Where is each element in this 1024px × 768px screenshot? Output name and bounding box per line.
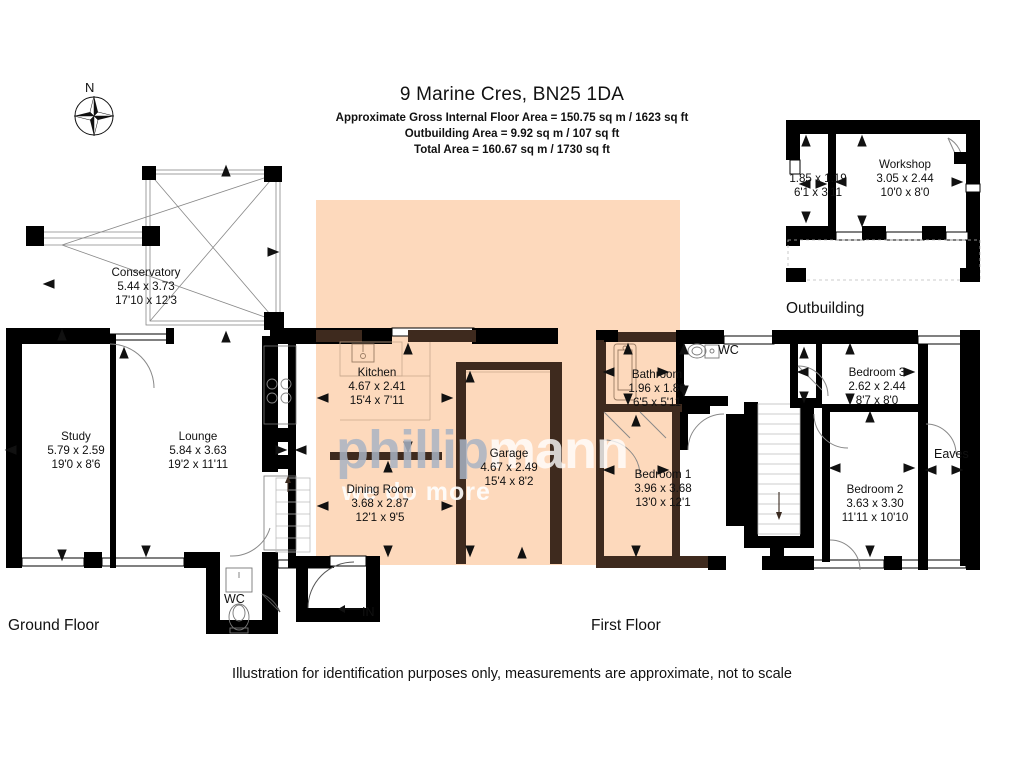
room-label-bedroom-1: Bedroom 1 3.96 x 3.68 13'0 x 12'1 [634, 468, 692, 510]
first-floor-label: First Floor [591, 617, 661, 634]
outbuilding-label: Outbuilding [786, 300, 865, 317]
ground-floor-label: Ground Floor [8, 617, 100, 634]
page-title: 9 Marine Cres, BN25 1DA [399, 84, 625, 105]
compass-north-label: N [85, 80, 95, 95]
extension-highlight-region [316, 200, 680, 565]
total-area-text: Total Area = 160.67 sq m / 1730 sq ft [414, 144, 610, 156]
label-eaves: Eaves [934, 447, 969, 461]
room-label-store: 1.85 x 1.19 6'1 x 3'11 [789, 172, 847, 200]
room-label-bedroom-2: Bedroom 2 3.63 x 3.30 11'11 x 10'10 [841, 483, 909, 525]
room-label-garage: Garage 4.67 x 2.49 15'4 x 8'2 [480, 447, 538, 489]
room-label-lounge: Lounge 5.84 x 3.63 19'2 x 11'11 [167, 430, 229, 472]
label-wc-ground: WC [224, 592, 245, 606]
compass-rose-icon [68, 78, 124, 138]
room-label-workshop: Workshop 3.05 x 2.44 10'0 x 8'0 [876, 158, 934, 200]
room-label-conservatory: Conservatory 5.44 x 3.73 17'10 x 12'3 [111, 266, 181, 308]
label-wc-first: WC [718, 343, 739, 357]
label-entrance-in: IN [362, 605, 375, 619]
room-label-study: Study 5.79 x 2.59 19'0 x 8'6 [47, 430, 105, 472]
gross-internal-area-text: Approximate Gross Internal Floor Area = … [335, 112, 689, 124]
outbuilding-area-text: Outbuilding Area = 9.92 sq m / 107 sq ft [404, 128, 620, 140]
room-label-dining-room: Dining Room 3.68 x 2.87 12'1 x 9'5 [346, 483, 414, 525]
room-label-bedroom-3: Bedroom 3 2.62 x 2.44 8'7 x 8'0 [848, 366, 906, 408]
room-label-kitchen: Kitchen 4.67 x 2.41 15'4 x 7'11 [348, 366, 406, 408]
disclaimer-text: Illustration for identification purposes… [232, 666, 792, 682]
entrance-arrow-icon [338, 605, 360, 613]
room-label-bathroom: Bathroom 1.96 x 1.80 6'5 x 5'11 [628, 368, 686, 410]
